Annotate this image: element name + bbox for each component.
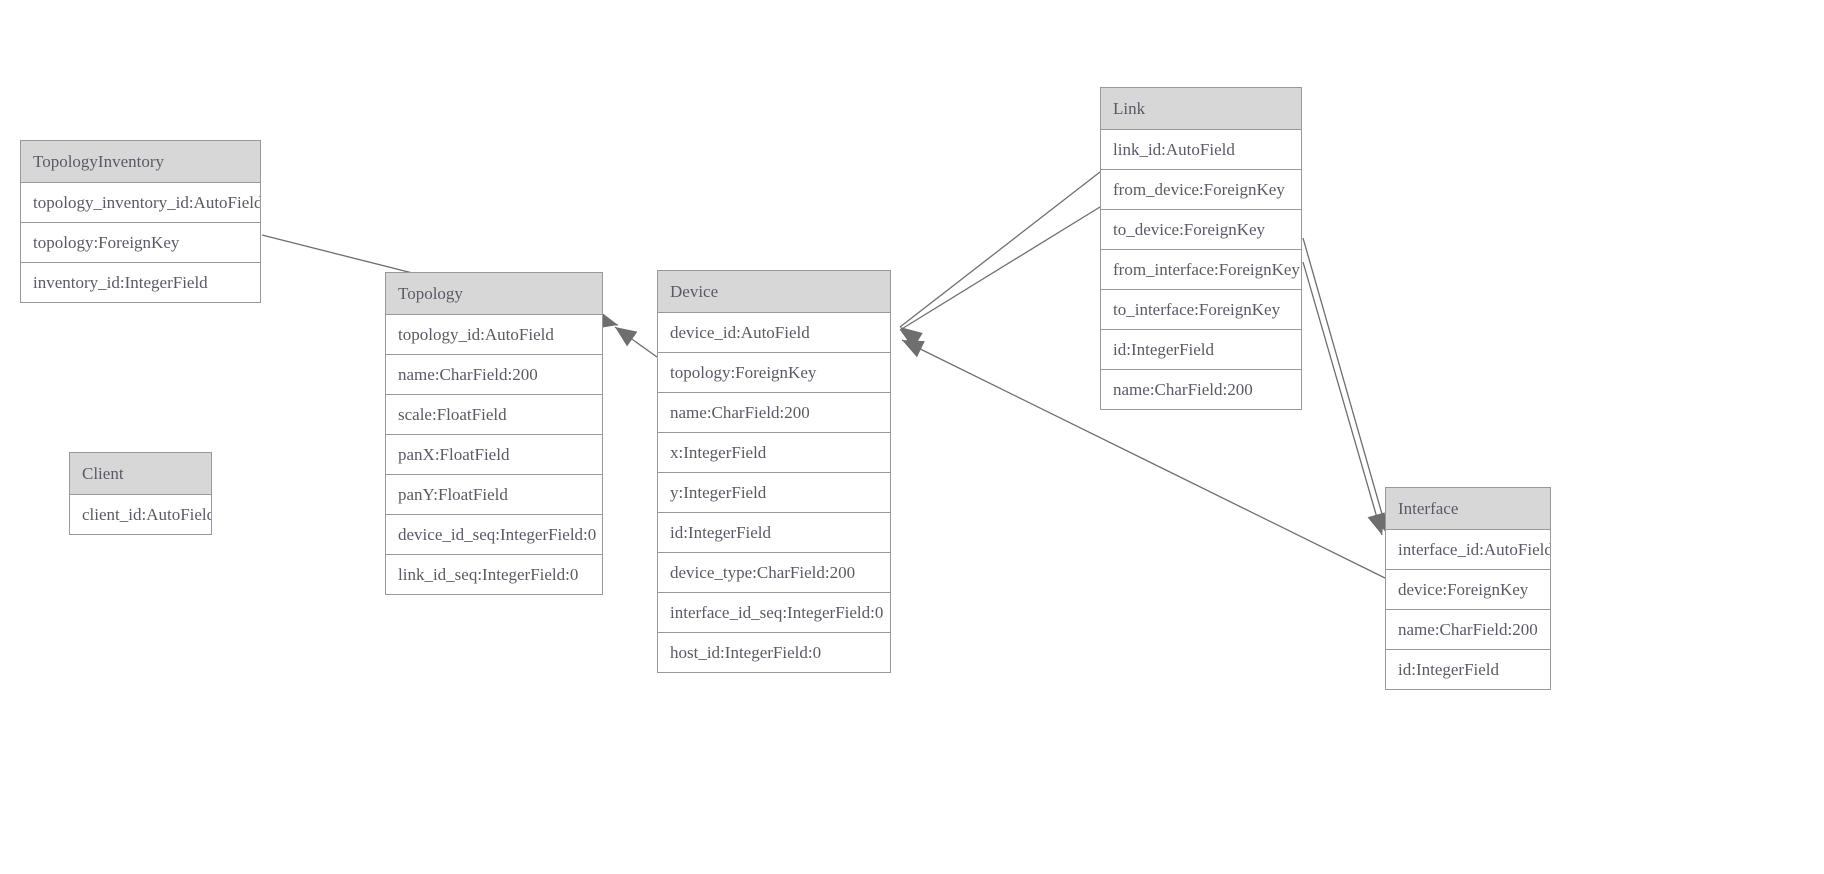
entity-title: Topology	[386, 273, 602, 315]
relationship-arrowhead	[900, 327, 923, 348]
relationship-edge	[614, 326, 658, 358]
entity-title: Device	[658, 271, 890, 313]
entity-field: inventory_id:IntegerField	[21, 263, 260, 302]
relationship-arrowhead	[615, 327, 638, 347]
entity-field: to_interface:ForeignKey	[1101, 290, 1301, 330]
entity-title: Link	[1101, 88, 1301, 130]
entity-field: device:ForeignKey	[1386, 570, 1550, 610]
entity-field: link_id_seq:IntegerField:0	[386, 555, 602, 594]
entity-field: link_id:AutoField	[1101, 130, 1301, 170]
entity-field: from_interface:ForeignKey	[1101, 250, 1301, 290]
entity-field: device_id:AutoField	[658, 313, 890, 353]
entity-field: topology_id:AutoField	[386, 315, 602, 355]
relationship-edge	[1302, 261, 1385, 536]
entity-field: client_id:AutoField	[70, 495, 211, 534]
entity-field: id:IntegerField	[1101, 330, 1301, 370]
entity-field: y:IntegerField	[658, 473, 890, 513]
entity-field: device_id_seq:IntegerField:0	[386, 515, 602, 555]
relationship-arrowhead	[900, 330, 923, 349]
entity-field: panY:FloatField	[386, 475, 602, 515]
entity-field: name:CharField:200	[658, 393, 890, 433]
entity-field: to_device:ForeignKey	[1101, 210, 1301, 250]
entity-field: id:IntegerField	[1386, 650, 1550, 689]
relationship-edge	[899, 206, 1101, 349]
entity-title: Interface	[1386, 488, 1550, 530]
entity-title: Client	[70, 453, 211, 495]
entity-field: scale:FloatField	[386, 395, 602, 435]
entity-field: id:IntegerField	[658, 513, 890, 553]
entity-field: from_device:ForeignKey	[1101, 170, 1301, 210]
entity-field: name:CharField:200	[1101, 370, 1301, 409]
entity-field: topology:ForeignKey	[658, 353, 890, 393]
entity-title: TopologyInventory	[21, 141, 260, 183]
entity-field: x:IntegerField	[658, 433, 890, 473]
entity-field: panX:FloatField	[386, 435, 602, 475]
relationship-arrowhead	[902, 340, 925, 358]
entity-field: name:CharField:200	[386, 355, 602, 395]
entity-field: topology:ForeignKey	[21, 223, 260, 263]
entity-field: interface_id:AutoField	[1386, 530, 1550, 570]
entity-field: interface_id_seq:IntegerField:0	[658, 593, 890, 633]
relationship-edge	[1302, 237, 1391, 536]
entity-field: host_id:IntegerField:0	[658, 633, 890, 672]
relationship-edge	[899, 171, 1101, 348]
entity-field: topology_inventory_id:AutoField	[21, 183, 260, 223]
entity-field: device_type:CharField:200	[658, 553, 890, 593]
entity-field: name:CharField:200	[1386, 610, 1550, 650]
